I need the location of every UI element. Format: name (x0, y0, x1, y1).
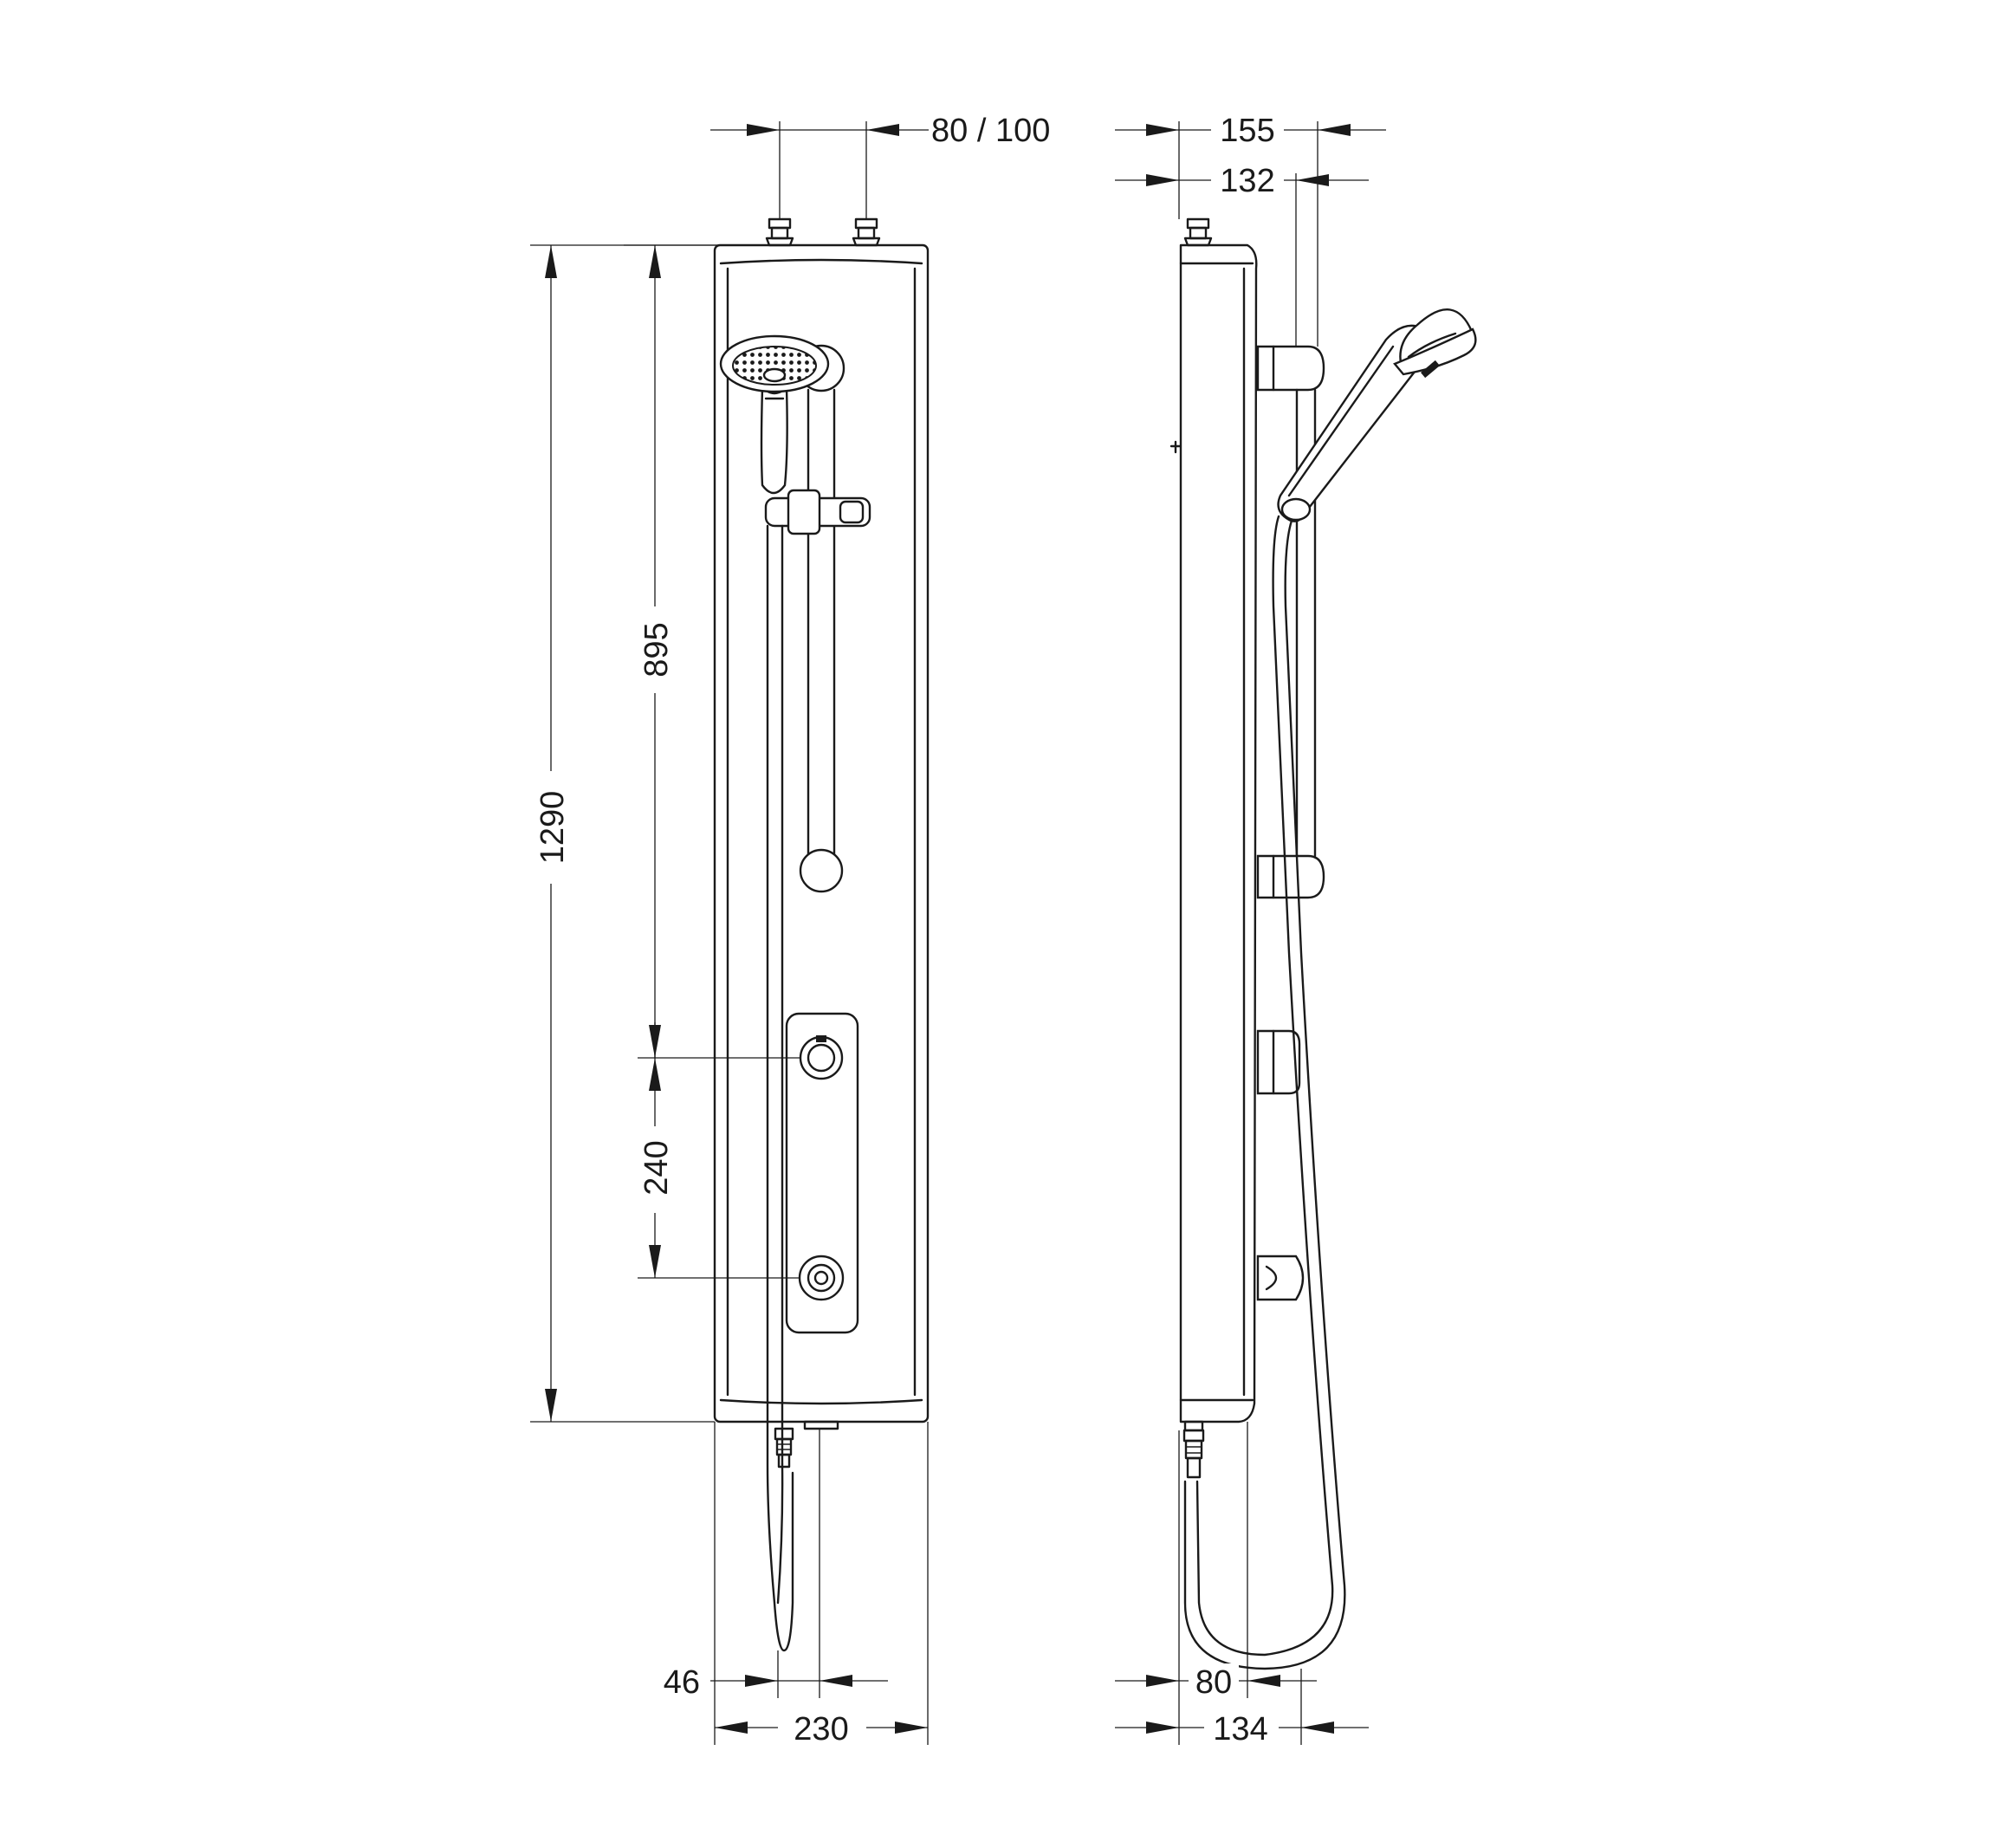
dim-depth-bar: 132 (1220, 163, 1274, 199)
wall-bracket-bottom (1256, 854, 1325, 899)
slide-bracket-front (764, 489, 871, 535)
thermostat-knob (798, 1255, 845, 1301)
dim-valve-spacing: 240 (638, 1140, 675, 1195)
hand-shower-icon (719, 334, 830, 495)
shower-panel-front-icon (713, 243, 930, 1430)
hose-front (766, 524, 794, 1652)
hand-shower-side (1277, 308, 1477, 522)
inlet-side (1183, 217, 1213, 247)
inlet-left (765, 217, 794, 247)
wall-bracket-top (1256, 345, 1325, 392)
dim-hose-offset: 80 (1195, 1664, 1232, 1701)
dimension-lines (530, 113, 1386, 1746)
dim-height-outlet: 895 (638, 622, 675, 677)
front-view (713, 217, 930, 1652)
thermostat-knob-side (1256, 1255, 1305, 1301)
hose-side (1182, 515, 1346, 1670)
valve-knob-icon (799, 1035, 844, 1080)
slide-rail-front (797, 344, 845, 893)
dim-bottom-offset: 46 (664, 1664, 700, 1701)
dim-side-depth: 134 (1213, 1711, 1267, 1747)
side-view (1169, 217, 1477, 1670)
dim-height-total: 1290 (535, 791, 571, 865)
dim-connection-spacing: 80 / 100 (931, 113, 1050, 149)
inlet-right (852, 217, 881, 247)
dim-width: 230 (794, 1711, 848, 1747)
mixer-plate (785, 1012, 859, 1334)
dim-depth-overall: 155 (1220, 113, 1274, 149)
dimension-labels: 80 / 100 155 132 1290 895 240 46 230 80 … (535, 113, 1275, 1747)
shower-panel-side-icon (1169, 243, 1258, 1432)
